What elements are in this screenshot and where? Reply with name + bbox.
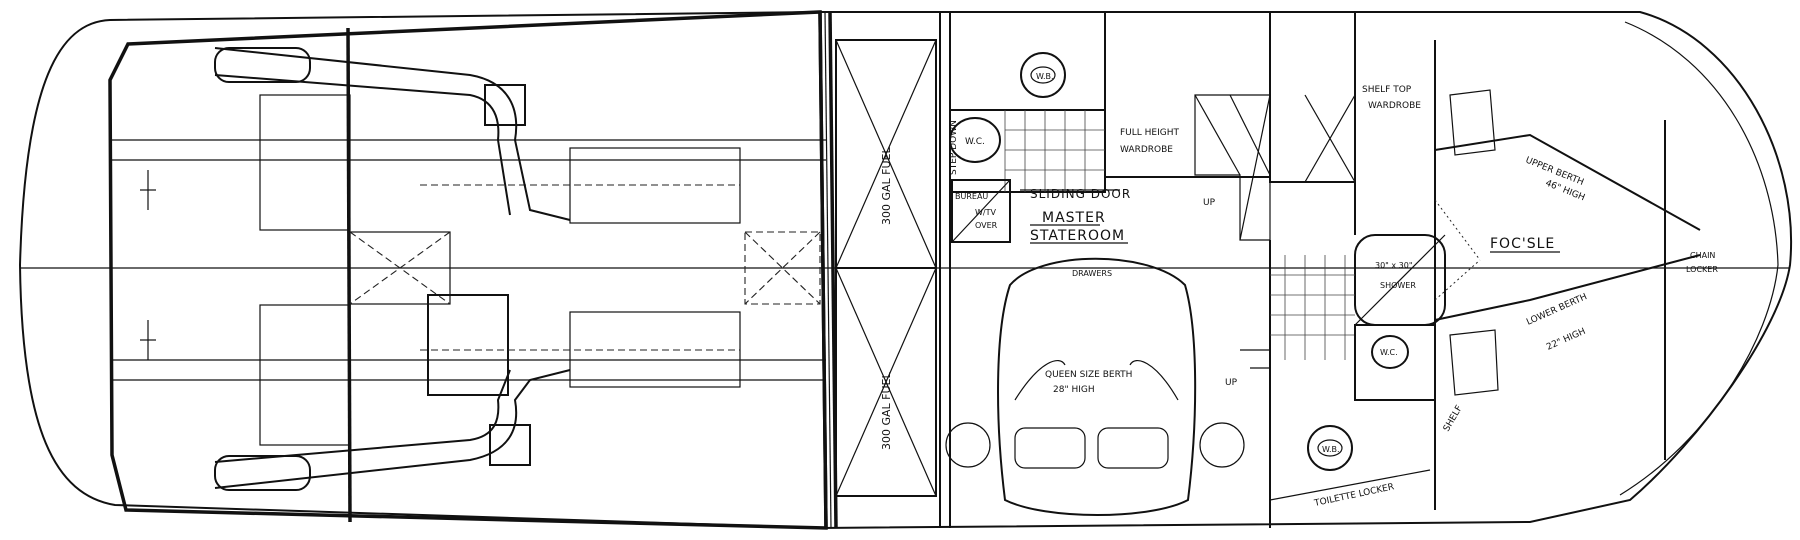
tile-grid-head: [1270, 255, 1355, 360]
fuel-tank-label-lower: 300 GAL FUEL: [880, 372, 893, 450]
portlight-left-icon: [945, 422, 991, 468]
lower-berth-line1: LOWER BERTH: [1525, 292, 1589, 328]
master-stateroom-title-line1: MASTER: [1042, 210, 1106, 226]
sliding-door-label: SLIDING DOOR: [1030, 187, 1131, 201]
washbasin-upper-label: W.B.: [1036, 72, 1054, 81]
queen-berth-line2: 28" HIGH: [1053, 385, 1095, 395]
full-height-wardrobe-line2: WARDROBE: [1120, 145, 1173, 155]
hull-outline: [18, 11, 1793, 529]
drawers-label: DRAWERS: [1072, 269, 1112, 278]
shelf-top-wardrobe-line2: WARDROBE: [1368, 101, 1421, 111]
master-stateroom-title-line2: STATEROOM: [1030, 228, 1125, 244]
full-height-wardrobe-line1: FULL HEIGHT: [1120, 128, 1180, 138]
up-label-upper: UP: [1203, 198, 1216, 208]
tile-grid-master: [1004, 110, 1105, 192]
toilette-locker-label: TOILETTE LOCKER: [1313, 482, 1396, 509]
up-label-lower: UP: [1225, 378, 1238, 388]
shelf-label: SHELF: [1442, 404, 1465, 434]
washbasin-lower-icon: [1307, 425, 1353, 471]
chain-locker-line1: CHAIN: [1690, 251, 1715, 260]
pillow-left-icon: [1014, 427, 1086, 469]
focsle: SHELF TOP WARDROBE UPPER BERTH 46" HIGH …: [1354, 40, 1718, 510]
lower-berth-line2: 22" HIGH: [1545, 327, 1587, 353]
chain-locker-line2: LOCKER: [1686, 265, 1718, 274]
upper-berth-pillow-icon: [1449, 89, 1496, 156]
shower-label: SHOWER: [1380, 281, 1416, 290]
shelf-top-wardrobe-line1: SHELF TOP: [1362, 85, 1412, 95]
pillow-right-icon: [1097, 427, 1169, 469]
toilet-master-icon: [949, 117, 1001, 163]
fuel-tanks: 300 GAL FUEL 300 GAL FUEL: [835, 39, 937, 497]
over-label: OVER: [975, 221, 998, 230]
toilet-head-label: W.C.: [1380, 348, 1398, 357]
queen-berth-icon: [997, 257, 1197, 516]
focsle-title: FOC'SLE: [1490, 236, 1555, 252]
engine-room: [108, 10, 838, 530]
toilet-master-label: W.C.: [965, 137, 985, 147]
step-down-label: STEP DOWN: [949, 120, 959, 175]
toilet-head-icon: [1371, 335, 1409, 369]
washbasin-lower-label: W.B.: [1322, 445, 1340, 454]
forward-head: 30" x 30" SHOWER W.C. W.B. TOILETTE LOCK…: [1269, 234, 1446, 528]
fuel-tank-label-upper: 300 GAL FUEL: [880, 147, 893, 225]
washbasin-upper-icon: [1020, 52, 1066, 98]
w-tv-label: W/TV: [975, 208, 996, 217]
queen-berth-line1: QUEEN SIZE BERTH: [1045, 370, 1132, 380]
lower-berth-pillow-icon: [1449, 329, 1499, 396]
portlight-right-icon: [1199, 422, 1245, 468]
bureau-label: BUREAU: [955, 192, 988, 201]
shower-dims-label: 30" x 30": [1375, 261, 1413, 270]
master-stateroom: W.B. W.C. STEP DOWN FULL HEIGHT WARDROBE…: [939, 11, 1356, 528]
